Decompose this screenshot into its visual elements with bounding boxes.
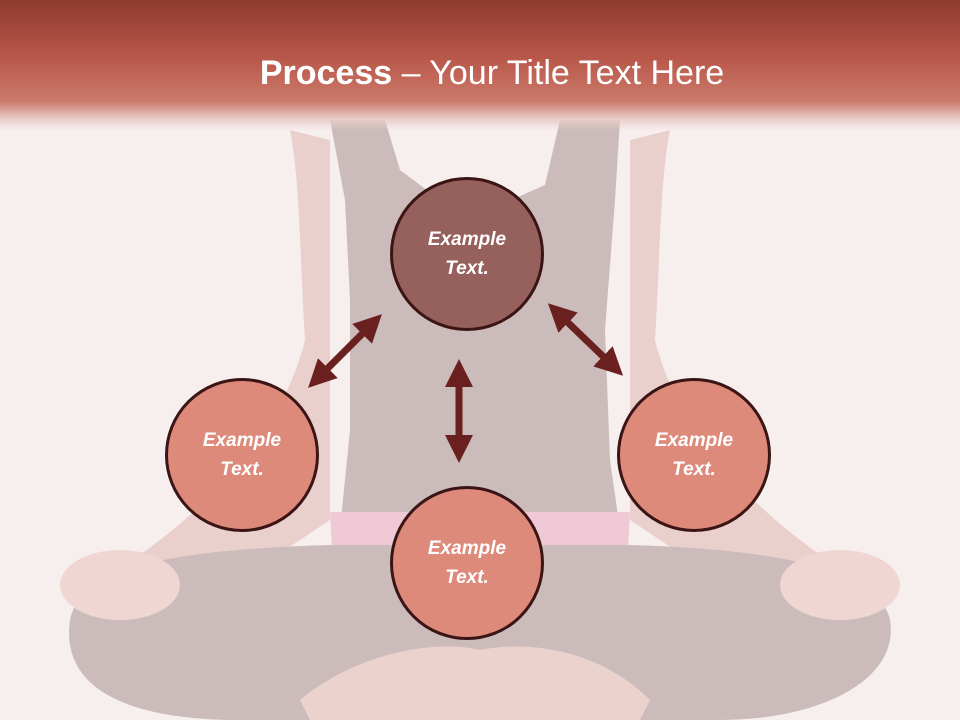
arrow-top-left	[308, 314, 382, 388]
node-top: Example Text.	[390, 177, 544, 331]
slide-title: Process – Your Title Text Here	[0, 54, 960, 93]
node-bottom: Example Text.	[390, 486, 544, 640]
title-dash: –	[392, 54, 430, 92]
arrow-top-right	[547, 303, 624, 376]
node-top-text: Example Text.	[427, 229, 507, 279]
title-rest: Your Title Text Here	[429, 54, 725, 92]
title-bold: Process	[259, 54, 393, 92]
node-bottom-text: Example Text.	[427, 538, 507, 588]
node-left: Example Text.	[165, 378, 319, 532]
node-right: Example Text.	[617, 378, 771, 532]
node-right-text: Example Text.	[654, 430, 734, 480]
node-left-text: Example Text.	[202, 430, 282, 480]
title-bar	[0, 0, 960, 130]
